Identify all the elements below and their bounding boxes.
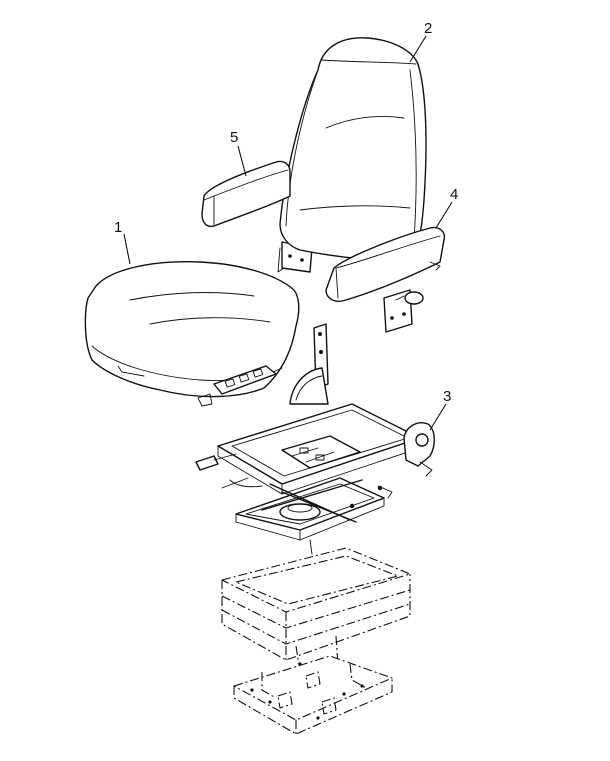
seat-riser bbox=[221, 547, 411, 735]
callout-label-2: 2 bbox=[424, 20, 432, 37]
left-armrest bbox=[201, 160, 291, 228]
callout-2: 2 bbox=[409, 20, 432, 63]
seat-cushion bbox=[84, 261, 300, 407]
callout-label-5: 5 bbox=[230, 129, 238, 146]
right-armrest bbox=[325, 226, 446, 333]
callout-1: 1 bbox=[114, 219, 131, 265]
callout-3: 3 bbox=[429, 388, 451, 431]
callout-label-1: 1 bbox=[114, 219, 122, 236]
callout-label-4: 4 bbox=[450, 186, 458, 203]
seat-backrest bbox=[277, 37, 427, 273]
callout-4: 4 bbox=[435, 186, 458, 229]
callout-5: 5 bbox=[230, 129, 247, 177]
seat-suspension bbox=[195, 323, 435, 555]
callout-label-3: 3 bbox=[443, 388, 451, 405]
